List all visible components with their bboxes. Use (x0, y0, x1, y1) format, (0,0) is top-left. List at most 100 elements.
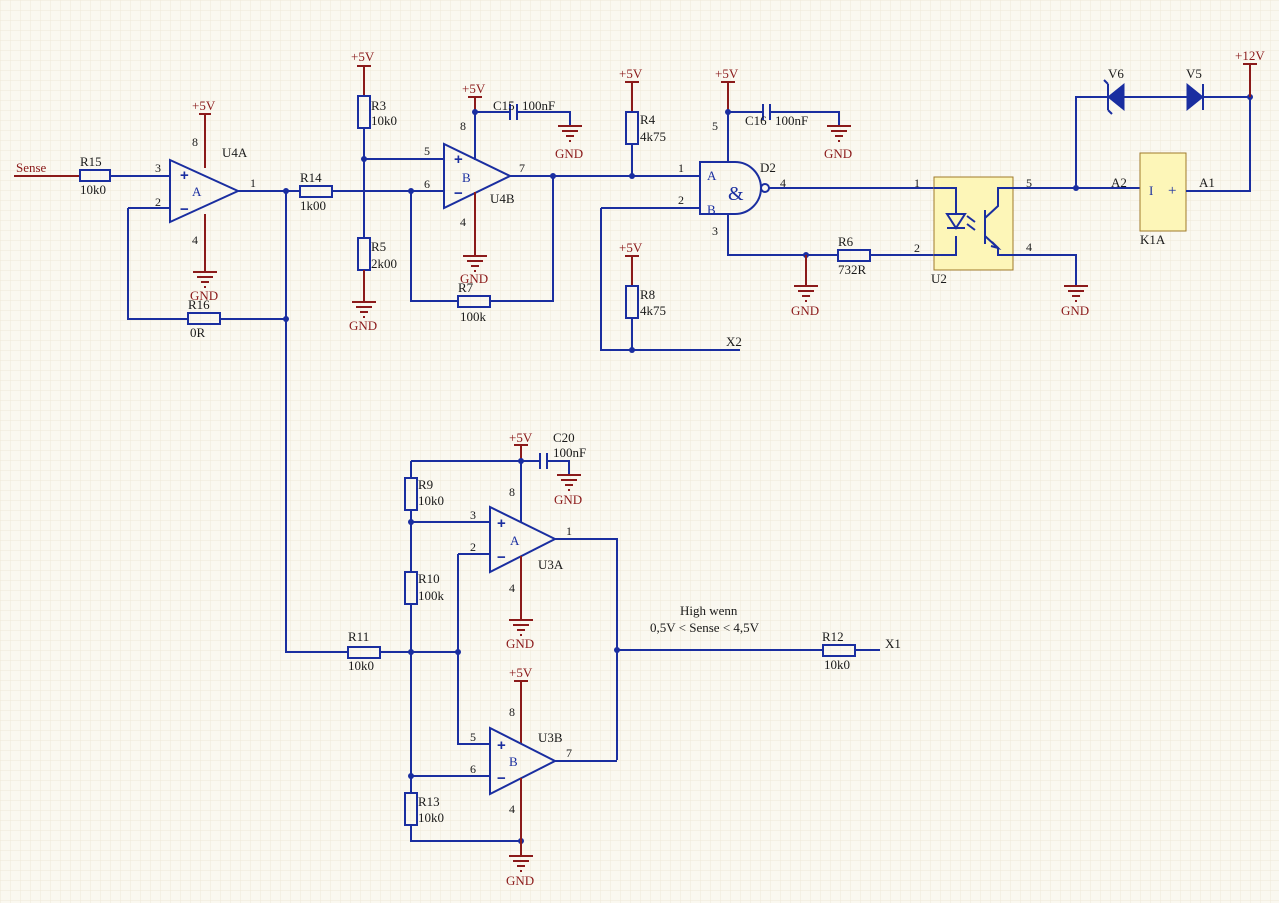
power-5v-u3a: +5V (509, 430, 533, 446)
k1a-a1: A1 (1199, 175, 1215, 190)
wire-u2-gnd (1013, 254, 1077, 286)
c16-ref: C16 (745, 113, 767, 128)
net-label-sense: Sense (16, 160, 47, 175)
annotation-line1: High wenn (680, 603, 738, 618)
u4b-pin4: 4 (460, 215, 466, 229)
u3a-pin1: 1 (566, 524, 572, 538)
u4b-pin6: 6 (424, 177, 430, 191)
u2-pin4: 4 (1026, 240, 1032, 254)
gnd-u2-label: GND (1061, 303, 1089, 318)
c20-value: 100nF (553, 445, 586, 460)
gnd-c16: GND (824, 125, 852, 161)
u3a-pin8: 8 (509, 485, 515, 499)
c15-value: 100nF (522, 98, 555, 113)
u4a-pin1: 1 (250, 176, 256, 190)
u4b-5v-label: +5V (462, 81, 486, 96)
u3a-pin4: 4 (509, 581, 515, 595)
r14-ref: R14 (300, 170, 322, 185)
wire-d2-gnd (727, 214, 838, 256)
r5-value: 2k00 (371, 256, 397, 271)
optocoupler-u2: U2 1 2 5 4 (914, 176, 1032, 286)
12v-label: +12V (1235, 48, 1265, 63)
annotation-line2: 0,5V < Sense < 4,5V (650, 620, 760, 635)
r3-5v-label: +5V (351, 49, 375, 64)
d2-input-b: B (707, 202, 716, 217)
capacitor-c15: C15 100nF (493, 98, 555, 120)
wire-x2 (600, 208, 740, 351)
u3a-plus-symbol: + (497, 515, 506, 532)
resistor-r9: R9 10k0 (404, 477, 444, 511)
r7-value: 100k (460, 309, 487, 324)
u4a-5v-label: +5V (192, 98, 216, 113)
r8-value: 4k75 (640, 303, 666, 318)
wire-c20-gnd (547, 460, 570, 475)
u4b-ref: U4B (490, 191, 515, 206)
u4a-pin3: 3 (155, 161, 161, 175)
u3a-minus-symbol: − (497, 549, 506, 566)
u4a-plus-symbol: + (180, 167, 189, 184)
opamp-u4b: + − B U4B 5 6 7 8 4 (424, 119, 525, 229)
power-5v-u4a: +5V (192, 98, 216, 115)
gnd-u4b: GND (460, 255, 488, 286)
u4a-part: A (192, 184, 202, 199)
u3b-minus-symbol: − (497, 770, 506, 787)
k1a-plus-symbol: + (1168, 183, 1176, 199)
gnd-u2: GND (1061, 285, 1089, 318)
wire-u4b-feedback (410, 191, 458, 302)
wire-c15-gnd (517, 111, 571, 126)
r16-value: 0R (190, 325, 206, 340)
power-5v-u4b: +5V (462, 81, 486, 98)
u2-ref: U2 (931, 271, 947, 286)
power-5v-r8: +5V (619, 240, 643, 257)
u4a-pin4: 4 (192, 233, 198, 247)
c16-value: 100nF (775, 113, 808, 128)
r8-ref: R8 (640, 287, 655, 302)
r4-value: 4k75 (640, 129, 666, 144)
u3b-pin6: 6 (470, 762, 476, 776)
gnd-r5-label: GND (349, 318, 377, 333)
r11-ref: R11 (348, 629, 369, 644)
u3b-pin5: 5 (470, 730, 476, 744)
capacitor-c20: C20 100nF (539, 430, 586, 469)
zener-diode-v6: V6 (1103, 66, 1125, 115)
r7-ref: R7 (458, 280, 474, 295)
resistor-r14: R14 1k00 (299, 170, 333, 213)
wire-k1a-12v (1186, 97, 1251, 192)
gnd-c15-label: GND (555, 146, 583, 161)
u3b-pin7: 7 (566, 746, 572, 760)
d2-input-a: A (707, 168, 717, 183)
r12-value: 10k0 (824, 657, 850, 672)
gnd-r5: GND (349, 301, 377, 333)
opamp-u3b: + − B U3B 5 6 7 8 4 (470, 705, 572, 816)
gnd-u3a: GND (506, 619, 534, 651)
u2-pin5: 5 (1026, 176, 1032, 190)
d2-ref: D2 (760, 160, 776, 175)
gnd-u3a-label: GND (506, 636, 534, 651)
c15-ref: C15 (493, 98, 515, 113)
r9-value: 10k0 (418, 493, 444, 508)
opamp-u4a: + − A U4A 3 2 1 8 4 (155, 135, 256, 247)
power-5v-r4: +5V (619, 66, 643, 83)
r8-5v-label: +5V (619, 240, 643, 255)
k1a-ref: K1A (1140, 232, 1166, 247)
r13-ref: R13 (418, 794, 440, 809)
r6-ref: R6 (838, 234, 854, 249)
gnd-u4a-label: GND (190, 288, 218, 303)
power-12v: +12V (1235, 48, 1265, 65)
d2-pin4: 4 (780, 176, 786, 190)
wire-c16-gnd (770, 111, 840, 126)
d2-pin5: 5 (712, 119, 718, 133)
nand-gate-d2: & A B D2 1 2 4 5 3 (678, 119, 786, 238)
r11-value: 10k0 (348, 658, 374, 673)
r5-ref: R5 (371, 239, 386, 254)
gnd-u4b-label: GND (460, 271, 488, 286)
r13-value: 10k0 (418, 810, 444, 825)
u3b-pin4: 4 (509, 802, 515, 816)
resistor-r8: R8 4k75 (625, 285, 666, 319)
wire-feedback-u4a (127, 208, 188, 320)
wire-u4a-out-down (285, 191, 348, 653)
resistor-r13: R13 10k0 (404, 792, 444, 826)
r3-value: 10k0 (371, 113, 397, 128)
